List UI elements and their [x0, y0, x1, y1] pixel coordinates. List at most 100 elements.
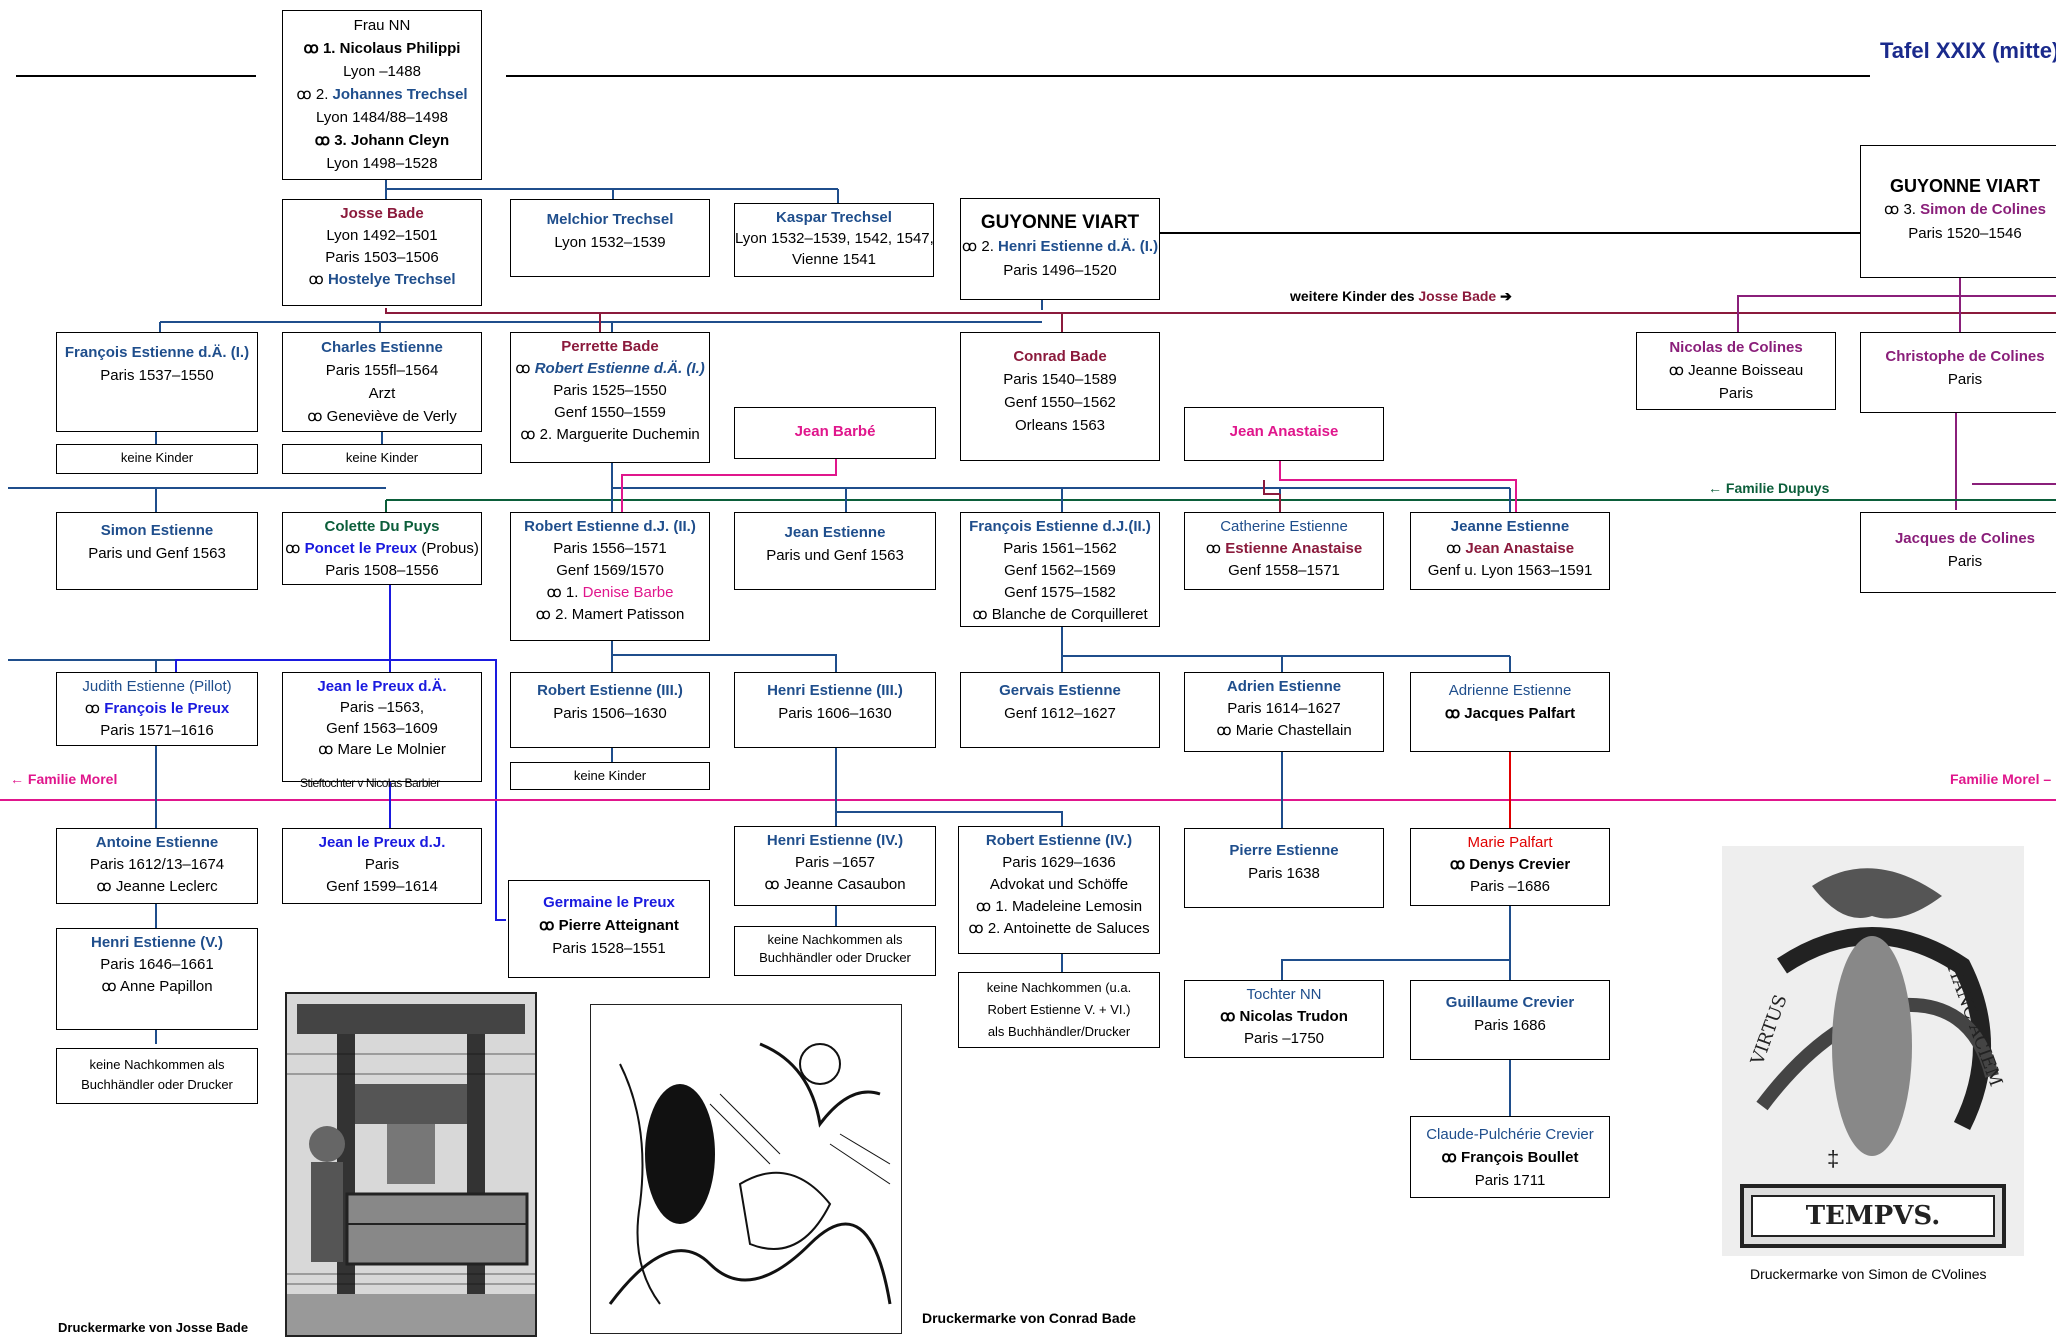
person-simon-estienne: Simon Estienne Paris und Genf 1563 [56, 512, 258, 590]
name: Jean le Preux d.J. [318, 834, 446, 851]
place-dates: Paris 1508–1556 [325, 562, 439, 579]
place-dates: Paris 1571–1616 [100, 722, 214, 739]
person-frau-nn: Frau NN ꝏ 1. Nicolaus Philippi Lyon –148… [282, 10, 482, 180]
note-henri-iv: keine Nachkommen als Buchhändler oder Dr… [734, 926, 936, 976]
spouse: Poncet le Preux [304, 540, 418, 557]
name: Josse Bade [340, 205, 424, 222]
note-robert-iv: keine Nachkommen (u.a. Robert Estienne V… [958, 972, 1160, 1048]
place-dates: Paris 1612/13–1674 [89, 856, 225, 873]
note-line: keine Nachkommen als [89, 1057, 225, 1072]
caption-conrad-bade: Druckermarke von Conrad Bade [922, 1310, 1136, 1326]
name: Jeanne Estienne [1450, 518, 1570, 535]
note-line: als Buchhändler/Drucker [987, 1024, 1131, 1039]
person-guillaume-crevier: Guillaume Crevier Paris 1686 [1410, 980, 1610, 1060]
place-dates: Paris 1537–1550 [100, 367, 214, 384]
place-dates: Paris 1606–1630 [778, 705, 892, 722]
name: Henri Estienne (IV.) [766, 832, 904, 849]
place: Paris [1947, 553, 1983, 570]
place-dates: Genf 1562–1569 [1004, 562, 1116, 579]
place-dates: Paris 1503–1506 [325, 249, 439, 266]
person-henri-estienne-iii: Henri Estienne (III.) Paris 1606–1630 [734, 672, 936, 748]
person-josse-bade: Josse Bade Lyon 1492–1501 Paris 1503–150… [282, 199, 482, 306]
familie-morel-right-label: Familie Morel – [1950, 771, 2052, 787]
person-adrienne-estienne: Adrienne Estienne ꝏ Jacques Palfart [1410, 672, 1610, 752]
name: Jean le Preux d.Ä. [317, 678, 447, 695]
person-jean-le-preux-da: Jean le Preux d.Ä. Paris –1563, Genf 156… [282, 672, 482, 782]
name: Adrienne Estienne [1448, 682, 1572, 699]
person-perrette-bade: Perrette Bade ꝏ Robert Estienne d.Ä. (I.… [510, 332, 710, 463]
note-keine-kinder-2: keine Kinder [282, 444, 482, 474]
place-dates: Lyon 1532–1539 [554, 234, 666, 251]
person-colette-du-puys: Colette Du Puys ꝏ Poncet le Preux (Probu… [282, 512, 482, 585]
place-dates: Vienne 1541 [792, 251, 876, 268]
person-francois-estienne-ii: François Estienne d.J.(II.) Paris 1561–1… [960, 512, 1160, 627]
marriage-mark: ꝏ 2. [961, 238, 999, 255]
spouse: François le Preux [104, 700, 230, 717]
person-nicolas-de-colines: Nicolas de Colines ꝏ Jeanne Boisseau Par… [1636, 332, 1836, 410]
spouse: ꝏ Anne Papillon [101, 978, 213, 995]
name: Conrad Bade [1013, 348, 1107, 365]
spouse: Simon de Colines [1920, 201, 2046, 218]
spouse-2: Johannes Trechsel [332, 86, 468, 103]
arrow-right-icon: ➔ [1496, 288, 1512, 304]
person-adrien-estienne: Adrien Estienne Paris 1614–1627 ꝏ Marie … [1184, 672, 1384, 752]
person-jeanne-estienne: Jeanne Estienne ꝏ Jean Anastaise Genf u.… [1410, 512, 1610, 590]
place-dates: Lyon –1488 [343, 63, 421, 80]
druckermarke-josse-bade-image [285, 992, 537, 1337]
place-dates: Paris –1686 [1469, 878, 1551, 895]
person-tochter-nn: Tochter NN ꝏ Nicolas Trudon Paris –1750 [1184, 980, 1384, 1058]
place-dates: Paris 1711 [1474, 1172, 1546, 1189]
person-robert-estienne-iv: Robert Estienne (IV.) Paris 1629–1636 Ad… [958, 826, 1160, 954]
note-line: keine Nachkommen als [767, 932, 903, 947]
name: Nicolas de Colines [1669, 339, 1803, 356]
name: Christophe de Colines [1885, 348, 2045, 365]
marriage-mark: ꝏ [515, 360, 535, 377]
place-dates: Lyon 1498–1528 [326, 155, 438, 172]
place-dates: Orleans 1563 [1014, 417, 1106, 434]
familie-dupuys-label: ← Familie Dupuys [1708, 480, 1830, 496]
spouse: ꝏ Marie Chastellain [1216, 722, 1352, 739]
name: Perrette Bade [561, 338, 659, 355]
person-pierre-estienne: Pierre Estienne Paris 1638 [1184, 828, 1384, 908]
name: Catherine Estienne [1220, 518, 1348, 535]
person-guyonne-viart-2: GUYONNE VIART ꝏ 3. Simon de Colines Pari… [1860, 145, 2056, 278]
place-dates: Paris 1528–1551 [552, 940, 666, 957]
place-dates: Paris –1657 [794, 854, 876, 871]
note-keine-kinder-3: keine Kinder [510, 762, 710, 790]
name: Tochter NN [1246, 986, 1322, 1003]
spouse-alias: (Probus) [417, 540, 479, 557]
note-line: keine Nachkommen (u.a. [986, 980, 1132, 995]
weitere-kinder-label: weitere Kinder des Josse Bade ➔ [1290, 288, 1512, 305]
spouse: ꝏ Geneviève de Verly [307, 408, 457, 425]
person-guyonne-viart-1: GUYONNE VIART ꝏ 2. Henri Estienne d.Ä. (… [960, 198, 1160, 300]
place-dates: Paris und Genf 1563 [88, 545, 226, 562]
name: Guillaume Crevier [1445, 994, 1575, 1011]
name: Antoine Estienne [95, 834, 219, 851]
spouse: ꝏ Blanche de Corquilleret [972, 606, 1148, 623]
place-dates: Paris –1563, [339, 699, 425, 716]
name: Jean Barbé [794, 423, 876, 440]
name: Pierre Estienne [1229, 842, 1339, 859]
marriage-mark: ꝏ [84, 700, 105, 717]
place-dates: Paris 1686 [1474, 1017, 1546, 1034]
marriage-mark: ꝏ 3. [1884, 201, 1921, 218]
place-dates: Genf 1599–1614 [326, 878, 438, 895]
name: Kaspar Trechsel [776, 209, 892, 226]
name: Charles Estienne [321, 339, 443, 356]
spouse-1: ꝏ 1. Nicolaus Philippi [303, 40, 461, 57]
caption-simon-de-colines: Druckermarke von Simon de CVolines [1750, 1266, 1987, 1282]
name: Jean Anastaise [1229, 423, 1339, 440]
place-dates: Paris 1561–1562 [1003, 540, 1117, 557]
tafel-title: Tafel XXIX (mitte) [1880, 38, 2056, 63]
name: Henri Estienne (III.) [767, 682, 903, 699]
name: Frau NN [353, 17, 411, 34]
spouse: Henri Estienne d.Ä. (I.) [998, 238, 1159, 255]
familie-morel-left-label: ← Familie Morel [10, 771, 118, 787]
person-henri-estienne-v: Henri Estienne (V.) Paris 1646–1661 ꝏ An… [56, 928, 258, 1030]
person-robert-estienne-iii: Robert Estienne (III.) Paris 1506–1630 [510, 672, 710, 748]
tempus-text: TEMPVS. [1806, 1201, 1941, 1231]
place-dates: Lyon 1532–1539, 1542, 1547, [735, 230, 934, 247]
occupation: Arzt [368, 385, 396, 402]
person-catherine-estienne: Catherine Estienne ꝏ Estienne Anastaise … [1184, 512, 1384, 590]
person-jean-barbe: Jean Barbé [734, 407, 936, 459]
